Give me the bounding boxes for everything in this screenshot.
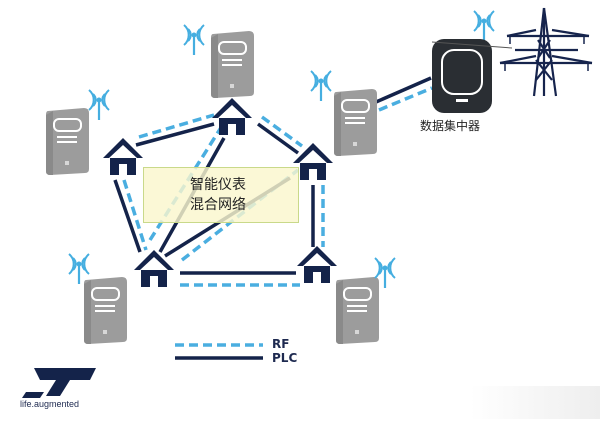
legend-plc-label: PLC [272,351,298,365]
house-icon [297,246,337,283]
power-tower-icon [431,7,593,97]
st-logo-icon [22,368,96,398]
plc-link [256,122,300,155]
house-icon [293,143,333,180]
hybrid-network-label-line2: 混合网络 [190,197,246,213]
legend-rf-label: RF [272,337,290,351]
wifi-icon [305,65,333,103]
smart-meter-icon [335,276,380,345]
corner-fade [470,386,600,419]
rf-link [378,86,433,112]
data-collector-label: 数据集中器 [420,119,481,133]
smart-meter-icon [45,107,90,176]
wifi-icon [468,5,496,43]
wifi-icon [178,19,206,57]
hybrid-network-label: 智能仪表 混合网络 [143,167,299,223]
rf-link [122,179,148,251]
rf-link [260,115,304,148]
wifi-icon [63,248,91,286]
smart-meter-icon [83,276,128,345]
hybrid-network-label-line1: 智能仪表 [190,177,246,193]
plc-link [113,179,142,253]
data-collector-icon [432,39,492,113]
plc-link [375,76,432,104]
plc-link [135,122,215,147]
logo-tagline: life.augmented [20,399,80,409]
smart-meter-icon [333,88,378,157]
smart-meter-icon [210,30,255,99]
